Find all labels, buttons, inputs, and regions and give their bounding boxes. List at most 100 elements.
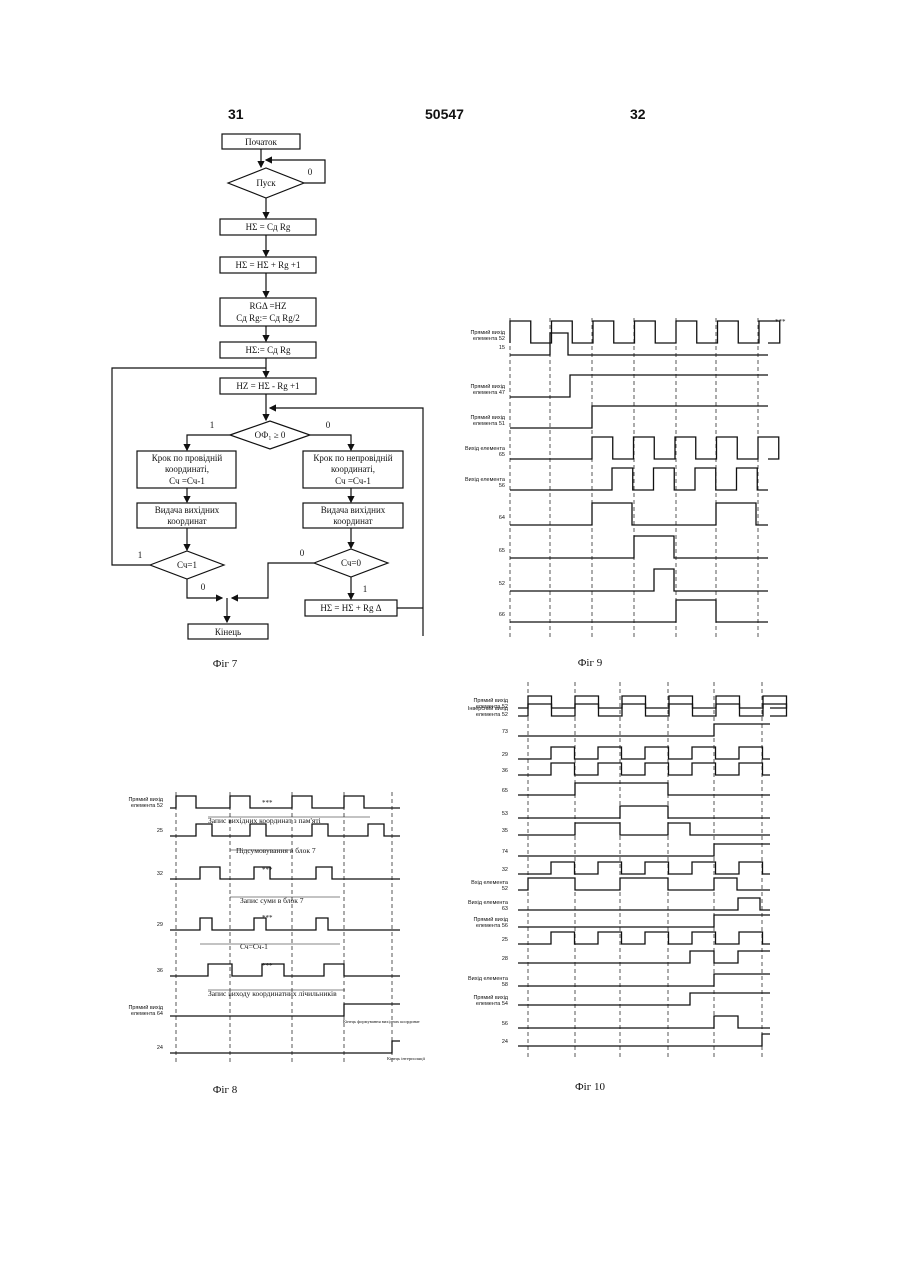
cond-no-label: 0 (326, 420, 331, 430)
c1-label: Сч=1 (177, 560, 197, 570)
fig8-note-increase: Запис виходу координатних лічильників (208, 989, 337, 998)
fig10-wave (518, 1016, 770, 1028)
fig10-wave (518, 823, 770, 835)
right-out-l2: координат (333, 516, 372, 526)
right-out-l1: Видача вихідних (321, 505, 386, 515)
fig10-signal-label: 56 (502, 1021, 508, 1027)
right-step-l2: координаті, (331, 464, 375, 474)
fig10-wave (518, 763, 770, 775)
fig10-wave (518, 974, 770, 986)
fig10-wave (518, 724, 770, 736)
fig10-signal-label: 24 (502, 1039, 508, 1045)
fig9-signal-label: Вихід елемента65 (465, 446, 506, 458)
final-label: НΣ = НΣ + Rg Δ (320, 603, 381, 613)
fig9-signal-label: Вихід елемента56 (465, 477, 506, 489)
fig9-wave (510, 600, 768, 622)
left-step-l1: Крок по провідній (152, 453, 223, 463)
fig9-signal-label: 66 (499, 612, 505, 618)
fig9-wave (510, 375, 768, 397)
fig10-wave (518, 783, 770, 795)
fig8-signal-label: Прямий вихіделемента 52 (128, 796, 163, 809)
fig10-wave (518, 747, 770, 759)
fig8-note-presum: Підсумовування в блок 7 (236, 846, 316, 855)
left-step-l3: Сч =Сч-1 (169, 476, 205, 486)
fig8-note-counter: Сч=Сч-1 (240, 942, 268, 951)
box3-line2: Сд Rg:= Сд Rg/2 (236, 313, 300, 323)
box4-label: НΣ:= Сд Rg (246, 345, 291, 355)
fig9-wave (510, 333, 768, 355)
fig9-wave (510, 503, 768, 525)
fig10-wave (518, 951, 770, 963)
left-step-l2: координаті, (165, 464, 209, 474)
fig9-signal-label: 64 (499, 515, 505, 521)
left-out-l2: координат (167, 516, 206, 526)
fig10-signal-label: 73 (502, 729, 508, 735)
fig10-signal-label: 36 (502, 768, 508, 774)
fig10-signal-label: 32 (502, 867, 508, 873)
fig10-signal-label: 65 (502, 788, 508, 794)
fig10-signal-label: 28 (502, 956, 508, 962)
fig10-signal-label: Прямий вихіделемента 54 (473, 994, 508, 1007)
fig8-signal-label: Прямий вихіделемента 64 (128, 1004, 163, 1017)
fig8-dots: *** (262, 914, 273, 922)
fig8-signal-label: 29 (157, 922, 163, 928)
right-step-l3: Сч =Сч-1 (335, 476, 371, 486)
fig8-dots: *** (262, 962, 273, 970)
launch-no-label: 0 (308, 167, 313, 177)
fig9-signal-label: Прямий вихіделемента 52 (470, 329, 505, 342)
c1-yes-label: 1 (138, 550, 143, 560)
fig8-note-end-interp: Кінець інтерполяції (387, 1056, 426, 1061)
fig9-wave (510, 569, 768, 591)
fig8-signal-label: 24 (157, 1045, 163, 1051)
fig8-wave (170, 964, 400, 976)
fig8-note-end-forming: Кінець формування вихідних координат (343, 1019, 420, 1024)
c2-yes-label: 1 (363, 584, 368, 594)
left-out-l1: Видача вихідних (155, 505, 220, 515)
fig9-timing: Прямий вихіделемента 5215Прямий вихіделе… (465, 318, 780, 640)
fig8-wave (170, 796, 400, 808)
end-label: Кінець (215, 627, 241, 637)
fig9-signal-label: Прямий вихіделемента 51 (470, 414, 505, 427)
start-label: Початок (245, 137, 277, 147)
fig8-wave (170, 867, 400, 879)
fig9-caption: Фіг 9 (578, 657, 603, 669)
fig9-signal-label: 52 (499, 581, 505, 587)
fig8-wave (170, 1041, 400, 1053)
box1-label: НΣ = Сд Rg (246, 222, 291, 232)
fig10-signal-label: Вихід елемента63 (468, 900, 509, 912)
fig10-signal-label: Вхід елемента52 (471, 880, 509, 892)
fig9-signal-label: 65 (499, 548, 505, 554)
fig8-caption: Фіг 8 (213, 1084, 238, 1096)
fig9-wave (510, 536, 768, 558)
c1-no-label: 0 (201, 582, 206, 592)
fig10-signal-label: 35 (502, 828, 508, 834)
fig10-signal-label: Прямий вихіделемента 56 (473, 916, 508, 929)
fig8-dots: *** (262, 866, 273, 874)
fig10-wave (518, 898, 770, 910)
fig10-wave (518, 1034, 770, 1046)
fig10-wave (518, 932, 770, 944)
right-step-l1: Крок по непровідній (313, 453, 392, 463)
box2-label: НΣ = НΣ + Rg +1 (236, 260, 301, 270)
fig8-signal-label: 36 (157, 968, 163, 974)
fig8-wave (170, 824, 400, 836)
fig10-wave (518, 844, 770, 856)
fig10-signal-label: Інверсний вихіделемента 52 (468, 705, 509, 718)
fig8-annotations: Запис вихідних координат з пам'яті Підсу… (208, 816, 426, 1061)
fig10-wave (518, 862, 770, 874)
fig8-note-write-sum: Запис суми в блок 7 (240, 896, 304, 905)
fig10-signal-label: Вихід елемента58 (468, 976, 509, 988)
fig10-signal-label: 53 (502, 811, 508, 817)
c2-label: Сч=0 (341, 558, 361, 568)
fig8-signal-label: 25 (157, 828, 163, 834)
fig10-signal-label: 25 (502, 937, 508, 943)
box3-line1: RGΔ =HZ (249, 301, 286, 311)
fig7-caption: Фіг 7 (213, 658, 238, 670)
fig10-signal-label: 29 (502, 752, 508, 758)
fig10-wave (518, 878, 770, 890)
fig10-wave (518, 993, 770, 1005)
fig9-wave (510, 468, 768, 490)
fig8-wave (170, 918, 400, 930)
fig10-timing: Прямий вихіделемента 52Інверсний вихідел… (468, 682, 787, 1058)
